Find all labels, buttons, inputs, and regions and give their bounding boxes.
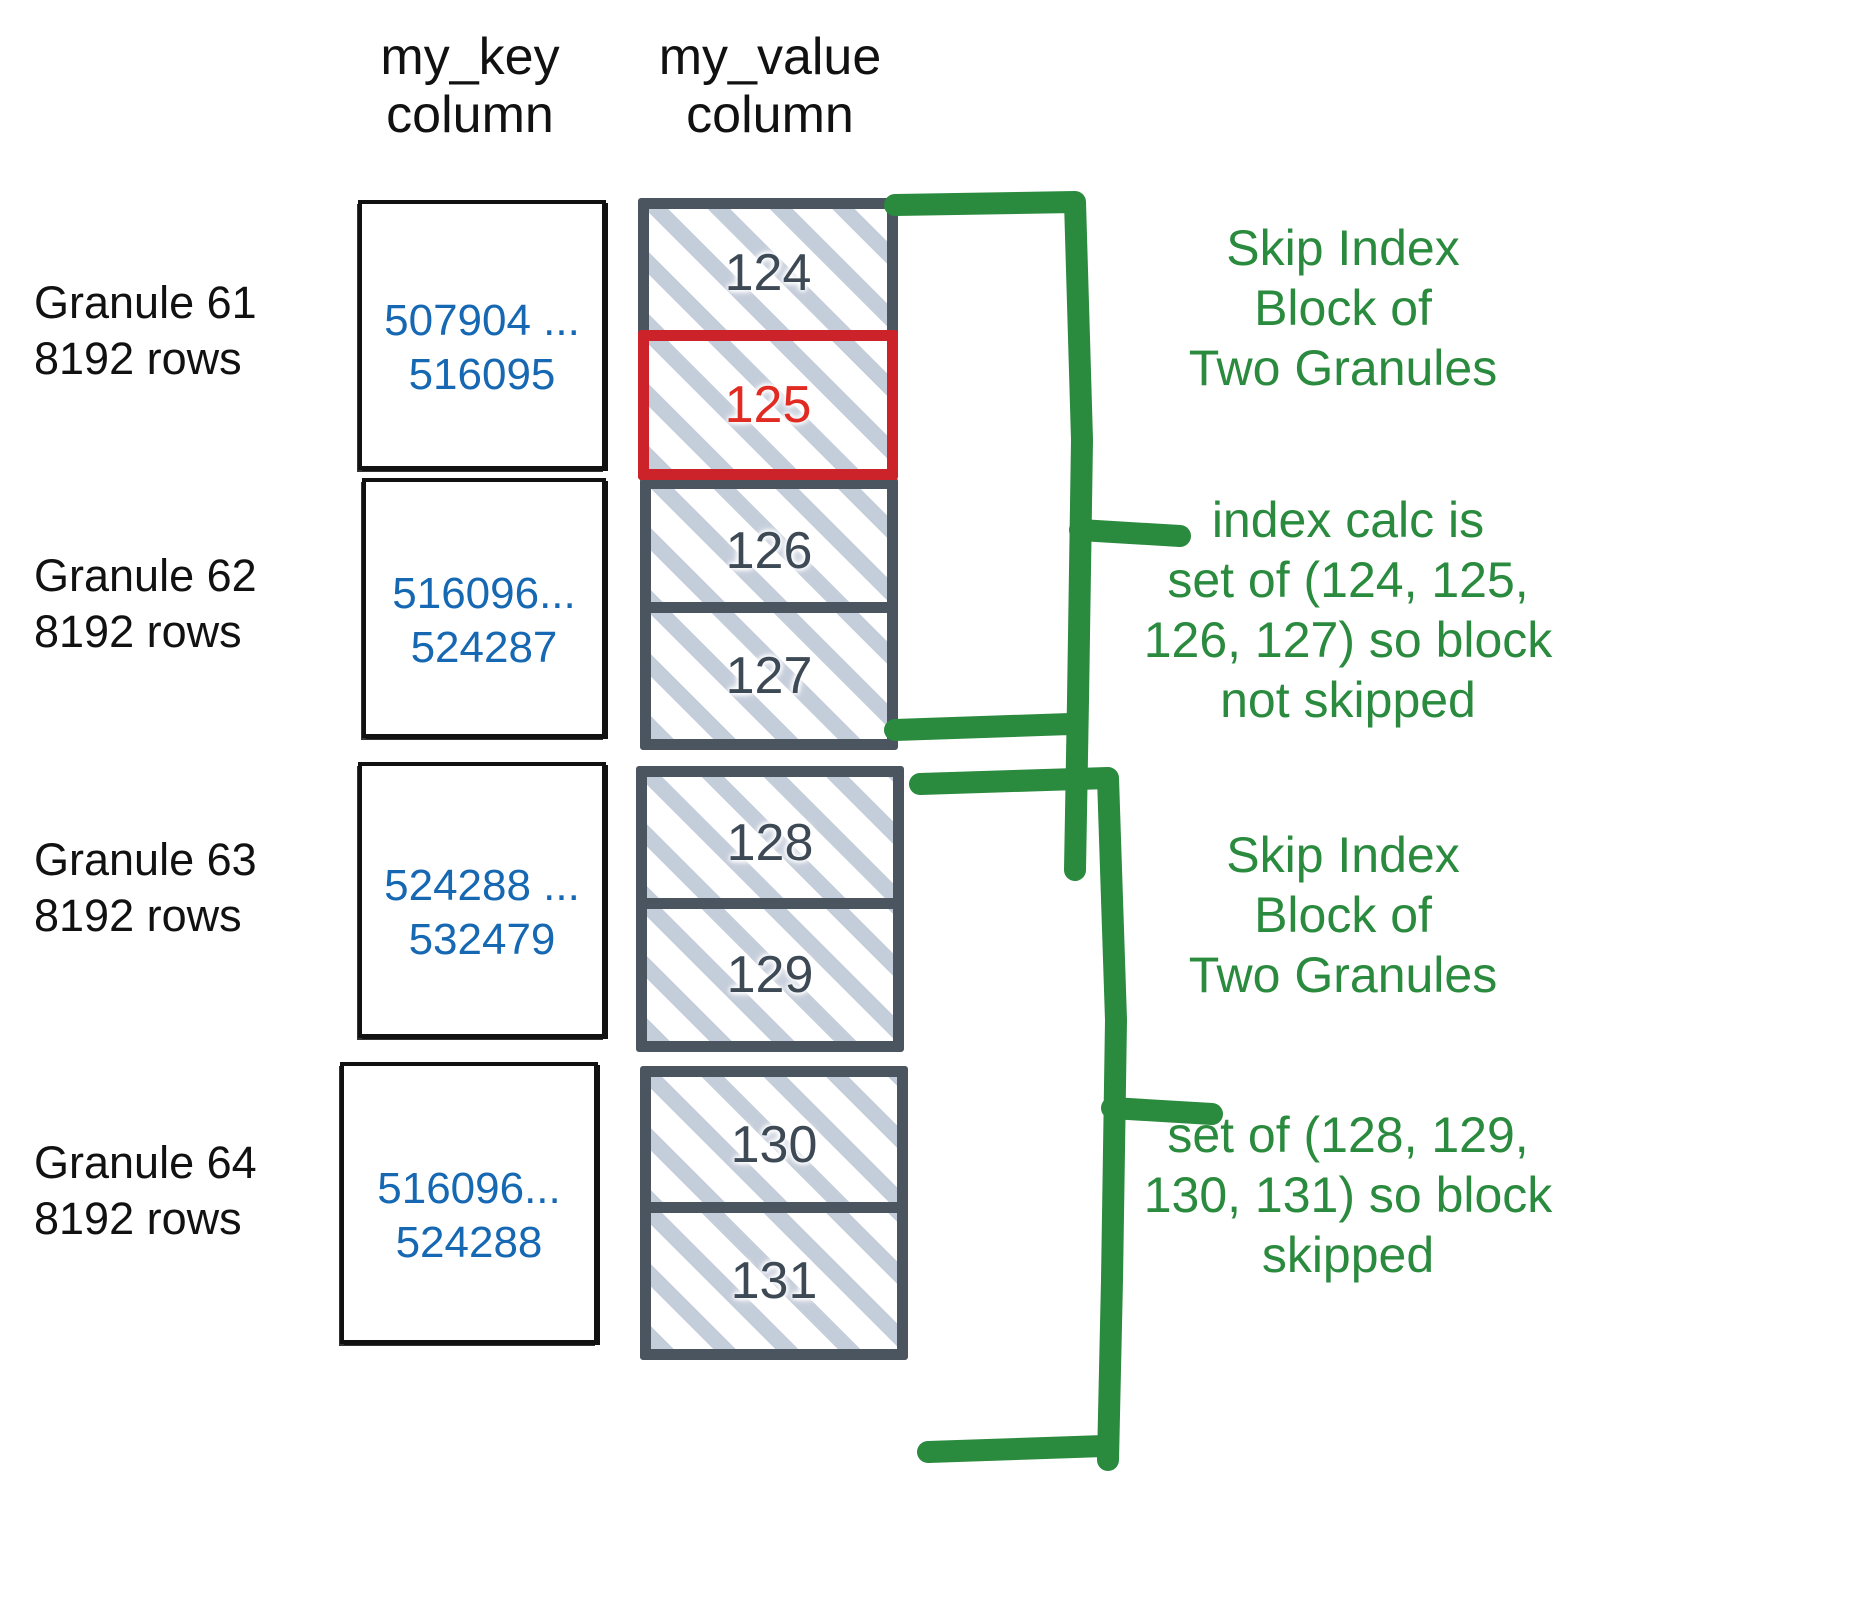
value-label-130: 130 [730,1116,818,1174]
key-column-header: my_key column [380,28,560,145]
granule-label-62: Granule 62 8192 rows [34,550,257,658]
value-box-124: 124 [638,198,898,348]
value-box-131: 131 [640,1202,908,1360]
value-column-header: my_value column [658,28,882,145]
annotation-skip-index-block-1: Skip Index Block of Two Granules [1188,220,1498,396]
annotation-skip-index-block-2: Skip Index Block of Two Granules [1188,827,1498,1003]
key-range-64: 516096... 524288 [377,1164,561,1267]
annotation-set-skipped: set of (128, 129, 130, 131) so block ski… [1143,1107,1553,1283]
value-label-129: 129 [726,946,814,1004]
value-box-127: 127 [640,602,898,750]
value-box-125-highlighted: 125 [638,330,898,480]
value-box-128: 128 [636,766,904,920]
bracket-block-2 [909,767,1127,1471]
value-box-130: 130 [640,1066,908,1224]
key-box-granule-62: 516096... 524287 [362,478,606,738]
value-box-129: 129 [636,898,904,1052]
granule-label-61: Granule 61 8192 rows [34,277,257,385]
value-label-131: 131 [730,1252,818,1310]
key-range-62: 516096... 524287 [392,569,576,672]
granule-label-63: Granule 63 8192 rows [34,834,257,942]
key-range-61: 507904 ... 516095 [384,296,580,399]
value-label-125: 125 [724,376,812,434]
bracket-block-1 [884,191,1093,881]
key-box-granule-61: 507904 ... 516095 [358,200,606,470]
key-box-granule-64: 516096... 524288 [340,1062,598,1344]
key-box-granule-63: 524288 ... 532479 [358,762,606,1038]
value-label-126: 126 [725,522,813,580]
key-range-63: 524288 ... 532479 [384,861,580,964]
annotation-index-calc-not-skipped: index calc is set of (124, 125, 126, 127… [1143,492,1553,728]
value-label-124: 124 [724,244,812,302]
value-label-127: 127 [725,647,813,705]
value-label-128: 128 [726,814,814,872]
granule-label-64: Granule 64 8192 rows [34,1137,257,1245]
value-box-126: 126 [640,478,898,624]
